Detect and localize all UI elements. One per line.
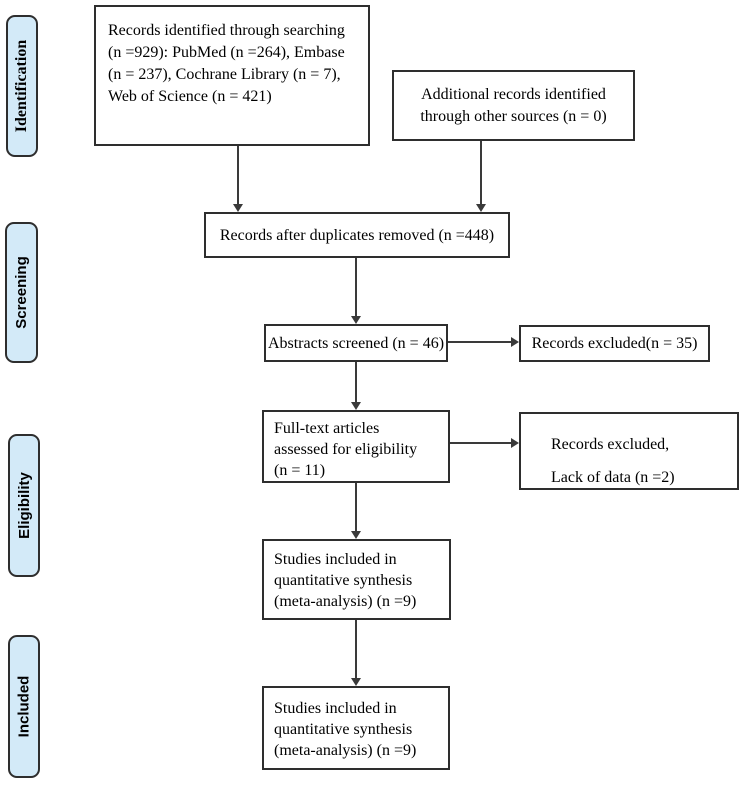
stage-label-included-text: Included	[15, 675, 33, 738]
arrow-synthesis-to-included	[350, 620, 362, 686]
stage-label-eligibility: Eligibility	[8, 434, 40, 577]
arrow-line	[355, 258, 357, 316]
box-fulltext-assessed: Full-text articles assessed for eligibil…	[262, 410, 450, 483]
box-records-excluded-screening: Records excluded(n = 35)	[519, 325, 710, 362]
arrow-head-down-icon	[351, 531, 361, 539]
arrow-fulltext-to-excluded	[450, 437, 519, 449]
stage-label-identification: Identification	[6, 15, 38, 157]
arrow-additional-to-duplicates	[475, 141, 487, 212]
stage-label-identification-text: Identification	[13, 39, 31, 133]
arrow-line	[237, 146, 239, 204]
arrow-fulltext-to-synthesis	[350, 483, 362, 539]
box-records-excluded-eligibility: Records excluded, Lack of data (n =2)	[519, 412, 739, 490]
arrow-line	[450, 442, 511, 444]
arrow-line	[355, 483, 357, 531]
box-quantitative-synthesis-1: Studies included in quantitative synthes…	[262, 539, 451, 620]
stage-label-screening: Screening	[5, 222, 38, 363]
arrow-head-down-icon	[351, 316, 361, 324]
arrow-head-down-icon	[351, 678, 361, 686]
box-abstracts-screened: Abstracts screened (n = 46)	[264, 324, 448, 362]
arrow-head-right-icon	[511, 438, 519, 448]
arrow-head-down-icon	[476, 204, 486, 212]
arrow-line	[355, 620, 357, 678]
arrow-line	[355, 362, 357, 402]
arrow-screened-to-fulltext	[350, 362, 362, 410]
arrow-identified-to-duplicates	[232, 146, 244, 212]
arrow-screened-to-excluded	[448, 336, 519, 348]
arrow-head-right-icon	[511, 337, 519, 347]
arrow-head-down-icon	[233, 204, 243, 212]
stage-label-included: Included	[8, 635, 40, 778]
arrow-line	[448, 341, 511, 343]
box-quantitative-synthesis-2: Studies included in quantitative synthes…	[262, 686, 450, 770]
box-records-identified: Records identified through searching (n …	[94, 5, 370, 146]
arrow-head-down-icon	[351, 402, 361, 410]
box-additional-records: Additional records identified through ot…	[392, 70, 635, 141]
arrow-duplicates-to-screened	[350, 258, 362, 324]
arrow-line	[480, 141, 482, 204]
stage-label-eligibility-text: Eligibility	[15, 472, 33, 539]
stage-label-screening-text: Screening	[13, 256, 30, 329]
box-duplicates-removed: Records after duplicates removed (n =448…	[204, 212, 510, 258]
